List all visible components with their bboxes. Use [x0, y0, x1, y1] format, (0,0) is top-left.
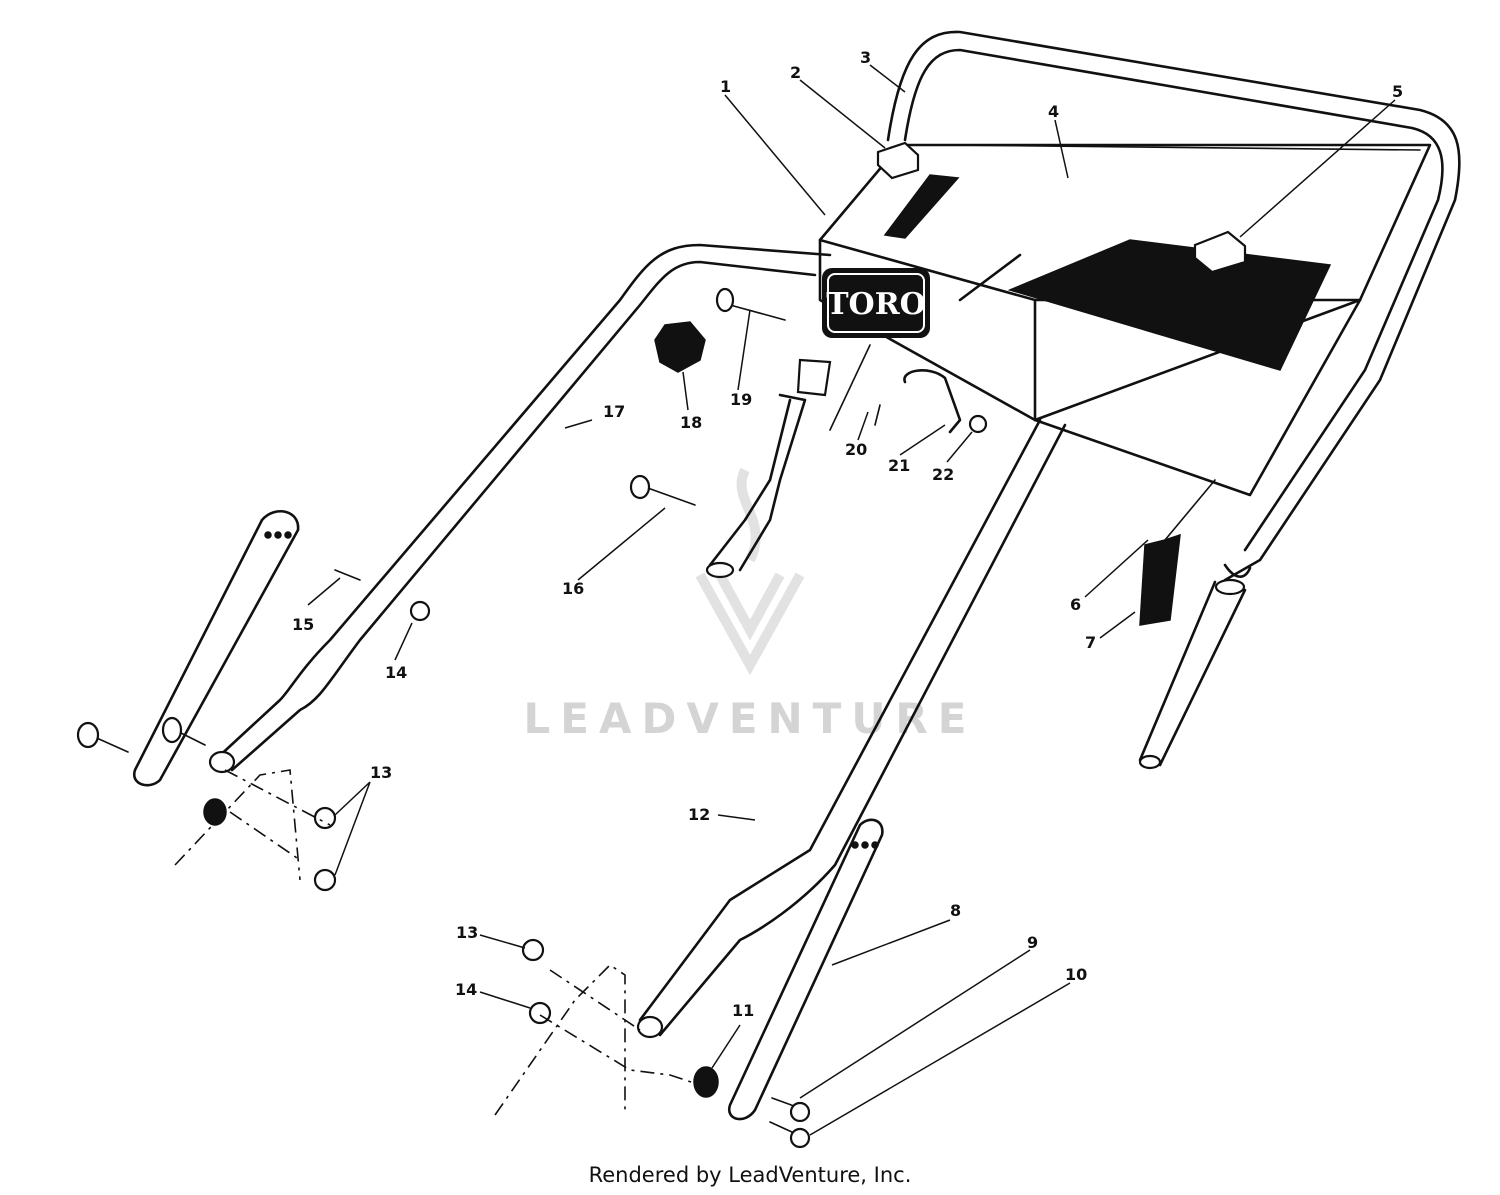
brand-text: TORO: [826, 287, 926, 322]
watermark: LEADVENTURE: [524, 467, 977, 743]
callout-20: 20: [845, 440, 867, 459]
callout-10: 10: [1065, 965, 1087, 984]
callout-2: 2: [790, 63, 801, 82]
lower-handle: [208, 243, 1067, 1039]
callout-3: 3: [860, 48, 871, 67]
callout-13-left: 13: [370, 763, 392, 782]
callout-22: 22: [932, 465, 954, 484]
callout-17: 17: [603, 402, 625, 421]
callout-9: 9: [1027, 933, 1038, 952]
callout-6: 6: [1070, 595, 1081, 614]
callout-18: 18: [680, 413, 702, 432]
callout-14-bottom: 14: [455, 980, 477, 999]
lower-tube-right: [1138, 578, 1247, 770]
callout-8: 8: [950, 901, 961, 920]
callout-11: 11: [732, 1001, 754, 1020]
brackets: [132, 510, 884, 1121]
callout-14-left: 14: [385, 663, 407, 682]
frame-reference: [174, 769, 701, 1116]
hardware: [76, 287, 988, 1149]
callout-4: 4: [1048, 102, 1059, 121]
callout-16: 16: [562, 579, 584, 598]
callout-19: 19: [730, 390, 752, 409]
callout-13-bottom: 13: [456, 923, 478, 942]
leaders: [307, 64, 1396, 1136]
lever-knobs: [876, 141, 1247, 346]
callout-7: 7: [1085, 633, 1096, 652]
callout-labels: 1 2 3 4 5 6 7 8 9 10 11 12 13 13 14 14 1…: [292, 48, 1403, 1020]
watermark-text: LEADVENTURE: [524, 694, 977, 743]
callout-1: 1: [720, 77, 731, 96]
callout-21: 21: [888, 456, 910, 475]
callout-12: 12: [688, 805, 710, 824]
brand-plate: TORO: [822, 268, 930, 338]
callout-15: 15: [292, 615, 314, 634]
spring-cable: [1139, 479, 1216, 626]
render-credit: Rendered by LeadVenture, Inc.: [589, 1163, 912, 1187]
callout-5: 5: [1392, 82, 1403, 101]
upper-handle: [886, 30, 1461, 582]
